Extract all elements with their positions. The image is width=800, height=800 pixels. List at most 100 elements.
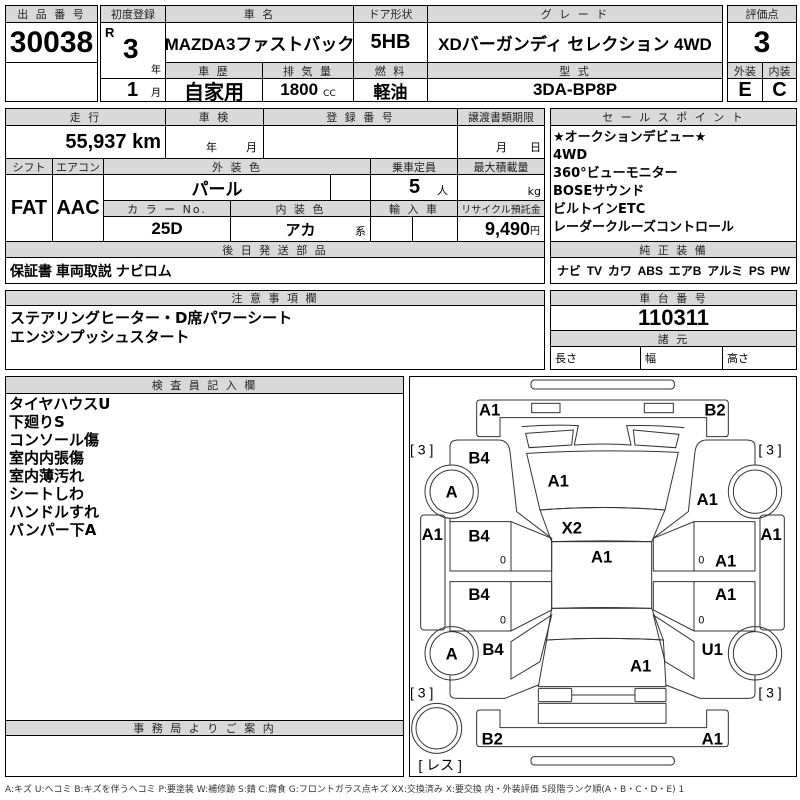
rf-fender xyxy=(653,439,756,539)
zero-mark: 0 xyxy=(500,614,506,626)
roof xyxy=(551,541,653,609)
lot-blank xyxy=(5,62,98,102)
transfer-cell: 月 日 xyxy=(457,125,545,159)
model-code: 3DA-BP8P xyxy=(427,78,723,102)
equipment-item: カワ xyxy=(607,264,632,278)
spare-tire-status: [ レス ] xyxy=(418,757,462,773)
max-load-unit: kg xyxy=(527,185,541,198)
front-lamp-right xyxy=(643,402,674,414)
equipment-item: TV xyxy=(586,263,603,278)
notes-box: ステアリングヒーター・D席パワーシート エンジンプッシュスタート xyxy=(5,305,545,370)
ext-color: パール xyxy=(103,174,331,201)
lf-door xyxy=(449,521,553,572)
mark-rf-fender: A1 xyxy=(697,490,718,509)
rear-panel xyxy=(537,702,667,724)
exterior-label: 外装 xyxy=(727,62,763,79)
inspection-year-unit: 年 xyxy=(206,141,217,154)
transfer-month-unit: 月 xyxy=(496,141,507,154)
mark-windshield: X2 xyxy=(562,518,582,537)
width-label: 幅 xyxy=(640,346,723,370)
score: 3 xyxy=(727,22,797,63)
sales-point: ★オークションデビュー★ xyxy=(553,130,707,145)
sales-points-label: セ ー ル ス ポ イ ン ト xyxy=(550,108,797,126)
month-unit: 月 xyxy=(151,88,161,99)
front-bumper xyxy=(476,399,729,438)
color-no-label: カ ラ ー No. xyxy=(103,200,231,217)
mark-lf-wheel: A xyxy=(446,483,458,502)
notes-list: ステアリングヒーター・D席パワーシート エンジンプッシュスタート xyxy=(10,309,292,347)
lot-label: 出 品 番 号 xyxy=(5,5,98,23)
inspector-line: シートしわ xyxy=(9,485,85,503)
first-reg-year-cell: R 3 年 xyxy=(100,22,166,79)
transfer-label: 譲渡書類期限 xyxy=(457,108,545,126)
mark-hood: A1 xyxy=(548,472,569,491)
mark-roof: A1 xyxy=(591,547,612,566)
fuel-label: 燃 料 xyxy=(353,62,428,79)
ext-color-label: 外 装 色 xyxy=(103,158,371,175)
color-no: 25D xyxy=(103,216,231,242)
front-lamp-left xyxy=(531,402,561,414)
model-label: 型 式 xyxy=(427,62,723,79)
car-outline xyxy=(411,379,785,766)
reg-month-cell: 1 月 xyxy=(100,78,166,102)
inspector-line: ハンドルすれ xyxy=(9,503,100,521)
sales-point: BOSEサウンド xyxy=(553,184,645,199)
rear-bar xyxy=(530,756,675,766)
equipment-list: ナビ TV カワ ABS エアB アルミ PS PW xyxy=(550,257,797,284)
recycle-unit: 円 xyxy=(530,225,540,237)
spare-wheel xyxy=(415,707,458,750)
damage-diagram: A1 B2 A1 X2 A1 B4 A1 B4 B4 A1 A1 A1 A1 B… xyxy=(410,379,785,773)
mark-right-rocker: A1 xyxy=(760,525,781,544)
car-name: MAZDA3ファストバック xyxy=(165,22,354,63)
tread-lf: [ 3 ] xyxy=(410,441,433,457)
int-color: アカ xyxy=(285,221,316,239)
capacity-cell: 5 人 xyxy=(370,174,458,201)
equipment-item: エアB xyxy=(668,264,702,278)
lr-wheel xyxy=(429,631,474,676)
interior-label: 内装 xyxy=(762,62,797,79)
inspector-line: 下廻りS xyxy=(9,413,65,431)
mark-rr-door: A1 xyxy=(715,585,736,604)
capacity-unit: 人 xyxy=(437,184,448,197)
inspector-line: 室内内張傷 xyxy=(9,449,85,467)
shift-label: シフト xyxy=(5,158,53,175)
mark-lf-door: B4 xyxy=(468,527,490,546)
grille xyxy=(521,424,685,446)
equipment-item: PS xyxy=(748,263,765,278)
rear-lamp-left xyxy=(537,687,573,703)
displacement-unit: CC xyxy=(323,89,336,99)
mark-lf-fender: B4 xyxy=(468,448,490,467)
import-cell-1 xyxy=(370,216,413,242)
reg-month: 1 xyxy=(127,79,139,101)
windshield xyxy=(539,507,666,543)
office-box xyxy=(5,735,404,777)
lf-wheel xyxy=(429,469,474,514)
capacity: 5 xyxy=(409,176,421,198)
sales-point: レーダークルーズコントロール xyxy=(553,220,734,235)
first-reg-label: 初度登録 xyxy=(100,5,166,23)
notes-label: 注 意 事 項 欄 xyxy=(5,290,545,306)
rear-lamp-right xyxy=(634,687,667,703)
shift: FAT xyxy=(5,174,53,242)
sales-points-list: ★オークションデビュー★ 4WD 360°ビューモニター BOSEサウンド ビル… xyxy=(553,129,734,237)
door-label: ドア形状 xyxy=(353,5,428,23)
transfer-day-unit: 日 xyxy=(530,141,541,154)
office-label: 事 務 局 よ り ご 案 内 xyxy=(5,720,404,736)
zero-mark: 0 xyxy=(500,554,506,566)
headlights xyxy=(525,429,680,449)
year-unit: 年 xyxy=(151,65,161,76)
length-label: 長さ xyxy=(550,346,641,370)
lr-door xyxy=(449,581,553,632)
import-cell-2 xyxy=(412,216,458,242)
height-label: 高さ xyxy=(722,346,797,370)
lf-fender xyxy=(449,439,552,539)
history-label: 車 歴 xyxy=(165,62,263,79)
note-line: ステアリングヒーター・D席パワーシート xyxy=(10,309,293,327)
specs-label: 諸 元 xyxy=(550,330,797,347)
import-label: 輸 入 車 xyxy=(370,200,458,217)
inspector-list: タイヤハウスU 下廻りS コンソール傷 室内内張傷 室内薄汚れ シートしわ ハン… xyxy=(9,395,110,539)
mark-rear-bumper-right: A1 xyxy=(702,729,723,748)
mark-rr-fender: U1 xyxy=(702,640,723,659)
lot-number: 30038 xyxy=(5,22,98,63)
door-type: 5HB xyxy=(353,22,428,63)
